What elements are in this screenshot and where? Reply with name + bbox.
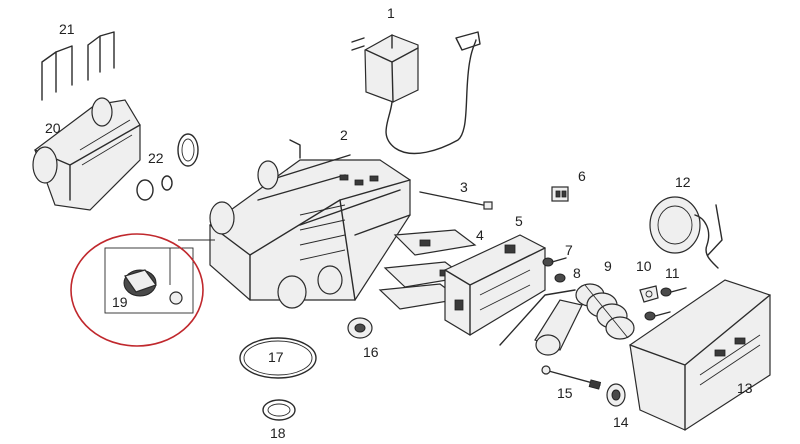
callout-16: 16	[363, 344, 379, 360]
part-20-bypass-valve[interactable]	[32, 97, 141, 211]
callout-20: 20	[45, 120, 61, 136]
callout-10: 10	[636, 258, 652, 274]
callout-2: 2	[340, 127, 348, 143]
highlight-ring	[70, 233, 204, 347]
part-5-controller-board[interactable]	[444, 234, 546, 336]
callout-8: 8	[573, 265, 581, 281]
callout-17: 17	[268, 349, 284, 365]
part-19-highlighted-adapter[interactable]	[70, 233, 215, 347]
callout-11: 11	[665, 265, 680, 281]
callout-12: 12	[675, 174, 691, 190]
part-12-motor[interactable]	[649, 196, 723, 269]
callout-13: 13	[737, 380, 753, 396]
callout-7: 7	[565, 242, 573, 258]
part-18-small-o-ring[interactable]	[262, 399, 296, 421]
part-21-u-clips[interactable]	[41, 31, 115, 101]
callout-1: 1	[387, 5, 395, 21]
part-9-seal-stack[interactable]	[575, 283, 635, 340]
callout-15: 15	[557, 385, 573, 401]
part-3-rod[interactable]	[419, 191, 493, 210]
callout-5: 5	[515, 213, 523, 229]
part-16-plug[interactable]	[347, 317, 373, 339]
part-2-valve-body[interactable]	[209, 139, 411, 309]
part-13-front-cover[interactable]	[629, 279, 771, 431]
part-17-large-o-ring[interactable]	[239, 337, 317, 379]
part-4-switch-plates[interactable]	[378, 229, 477, 310]
part-15-stem[interactable]	[541, 365, 602, 390]
callout-labels: 1 2 3 4 5 6 7 8 9 10 11 12 13 14 15 16 1…	[45, 5, 753, 441]
part-6-micro-switch[interactable]	[551, 186, 569, 202]
callout-14: 14	[613, 414, 629, 430]
part-7-screw[interactable]	[542, 257, 567, 267]
part-22-o-rings[interactable]	[136, 133, 199, 201]
callout-22: 22	[148, 150, 164, 166]
callout-21: 21	[59, 21, 75, 37]
callout-18: 18	[270, 425, 286, 441]
callout-3: 3	[460, 179, 468, 195]
callout-6: 6	[578, 168, 586, 184]
callout-9: 9	[604, 258, 612, 274]
part-10-clip[interactable]	[639, 285, 659, 303]
part-11-screws[interactable]	[644, 287, 687, 321]
callout-19: 19	[112, 294, 128, 310]
part-1-transformer[interactable]	[351, 31, 481, 155]
part-14-end-plug[interactable]	[606, 383, 626, 407]
callout-4: 4	[476, 227, 484, 243]
part-8-piston[interactable]	[499, 273, 583, 356]
